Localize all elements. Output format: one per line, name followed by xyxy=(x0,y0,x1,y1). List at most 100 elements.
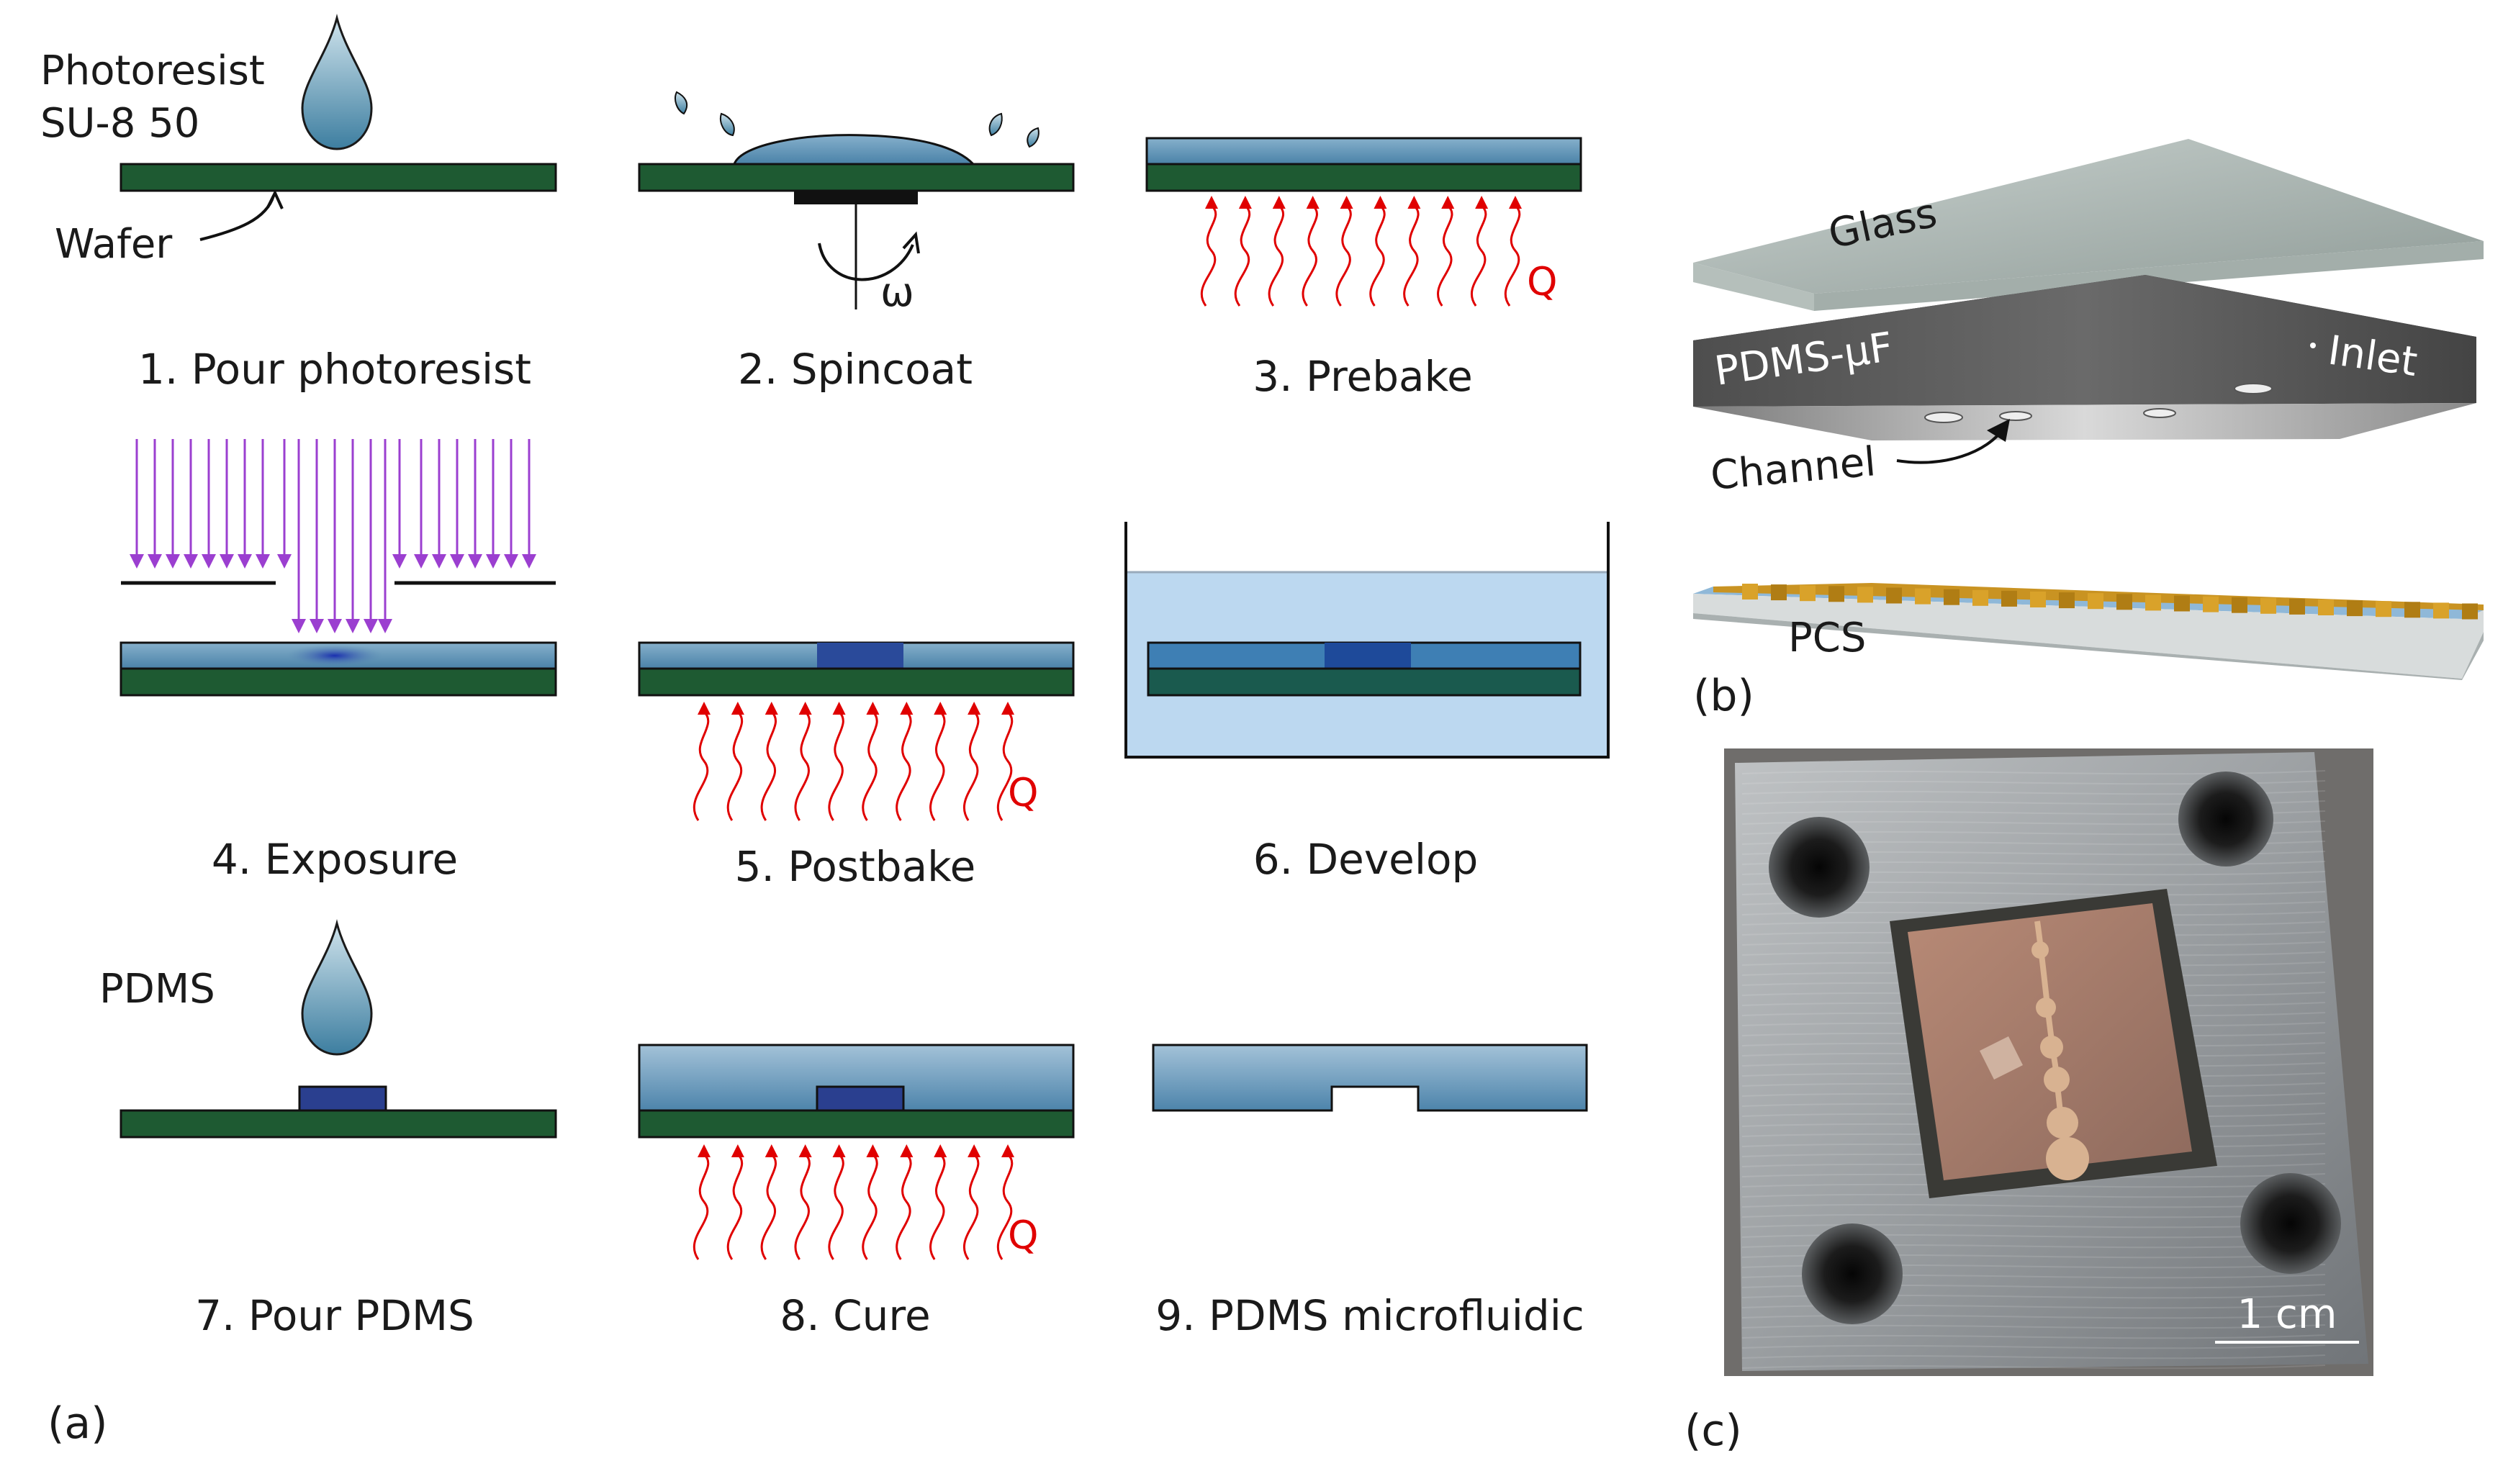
heat-arrows-group xyxy=(693,702,1014,821)
brush-line xyxy=(1741,770,2326,775)
screw-hole-top-right xyxy=(2178,772,2273,867)
heat-arrow xyxy=(862,710,878,821)
heat-arrow-head xyxy=(832,702,846,715)
gold-ridge xyxy=(1800,585,1816,602)
heat-arrow xyxy=(1200,204,1217,307)
spin-droplet-left-2-icon xyxy=(720,112,735,137)
heat-arrow-head xyxy=(1306,196,1320,209)
pdms-microfluidic-chip xyxy=(1152,1044,1588,1112)
gold-ridge xyxy=(2145,594,2161,611)
heat-arrow xyxy=(1470,204,1487,307)
heat-arrow-head xyxy=(1340,196,1353,209)
uv-arrow-head xyxy=(504,554,518,569)
heat-arrows-group xyxy=(1200,196,1522,307)
screw-hole-bottom-right xyxy=(2240,1173,2341,1274)
heat-arrow-head xyxy=(765,702,778,715)
heat-arrow-head xyxy=(1374,196,1387,209)
heat-arrow xyxy=(1403,204,1420,307)
heat-label: Q xyxy=(1008,770,1039,815)
heat-arrow xyxy=(929,710,946,821)
wafer-pointer-arrow xyxy=(199,195,275,241)
brush-line xyxy=(1741,1324,2326,1329)
brush-line xyxy=(1741,1213,2326,1218)
uv-arrow-head xyxy=(486,554,500,569)
uv-arrows-group xyxy=(130,439,536,633)
omega-label: ω xyxy=(880,269,914,316)
heat-arrow-head xyxy=(765,1144,778,1157)
heat-arrow-head xyxy=(698,1144,711,1157)
wafer xyxy=(1145,163,1582,192)
spin-droplet-left-1-icon xyxy=(675,91,688,115)
su8-mold-feature xyxy=(816,1085,905,1112)
heat-arrow-head xyxy=(798,1144,812,1157)
uv-arrow-head xyxy=(166,554,180,569)
gold-ridge xyxy=(1771,584,1787,601)
step-1-pour-photoresist: Photoresist SU-8 50 Wafer 1. Pour photor… xyxy=(40,14,557,394)
panel-b-label: (b) xyxy=(1693,671,1754,721)
heat-arrows-group xyxy=(693,1144,1014,1260)
photoresist-drop-icon xyxy=(301,14,373,150)
pdms-slab-front xyxy=(1693,275,2476,407)
gold-ridge xyxy=(1742,584,1758,600)
gold-ridge xyxy=(1972,589,1988,606)
uv-arrow-head xyxy=(414,554,428,569)
heat-arrow xyxy=(726,710,744,821)
heat-label: Q xyxy=(1527,259,1558,304)
gold-ridge xyxy=(2030,592,2046,607)
heat-arrow-head xyxy=(968,702,981,715)
uv-arrow-head xyxy=(522,554,536,569)
heat-arrow xyxy=(896,1153,912,1260)
gold-ridge xyxy=(2347,600,2363,617)
wafer xyxy=(119,163,557,192)
gold-ridge xyxy=(2203,596,2219,612)
pcs-label: PCS xyxy=(1788,615,1866,661)
uv-arrow-head xyxy=(277,554,292,569)
uv-arrow-head xyxy=(220,554,234,569)
step-8-caption: 8. Cure xyxy=(780,1291,930,1340)
pdms-slab-underside xyxy=(1693,403,2476,440)
exposed-region xyxy=(1325,643,1411,669)
step-2-caption: 2. Spincoat xyxy=(738,345,973,394)
spin-droplet-right-2-icon xyxy=(1027,127,1039,148)
screw-hole-top-left xyxy=(1769,817,1870,918)
heat-arrow xyxy=(760,710,777,821)
step-3-caption: 3. Prebake xyxy=(1253,352,1473,401)
su8-mold-feature xyxy=(298,1085,387,1112)
heat-arrow-head xyxy=(934,1144,947,1157)
uv-arrow-head xyxy=(432,554,446,569)
step-1-caption: 1. Pour photoresist xyxy=(138,345,531,394)
brush-line xyxy=(1741,1193,2326,1198)
heat-arrow-head xyxy=(934,702,947,715)
gold-ridge xyxy=(2318,600,2334,615)
brush-line xyxy=(1741,1334,2326,1339)
uv-arrow-head xyxy=(346,619,360,633)
heat-arrow xyxy=(828,710,844,821)
wafer xyxy=(119,667,557,697)
heat-arrow xyxy=(1234,204,1251,307)
heat-arrow xyxy=(1335,204,1352,307)
wafer xyxy=(1147,667,1582,697)
uv-arrow-head xyxy=(310,619,324,633)
gold-ridge xyxy=(1915,588,1931,605)
panel-c-device-photo: 1 cm xyxy=(1724,748,2373,1376)
gold-ridge xyxy=(2404,602,2420,618)
heat-arrow-head xyxy=(832,1144,846,1157)
step-9-caption: 9. PDMS microfluidic xyxy=(1155,1291,1584,1340)
pdms-drop-icon xyxy=(301,919,373,1056)
panel-c-label: (c) xyxy=(1685,1406,1742,1456)
panel-b-exploded-device: Glass PDMS-µF Inlet Channel PCS xyxy=(1693,139,2484,680)
heat-arrow xyxy=(693,1153,710,1260)
brush-line xyxy=(1741,1203,2326,1208)
wafer xyxy=(119,1109,557,1139)
gold-ridge xyxy=(2059,592,2075,609)
heat-arrow-head xyxy=(900,1144,914,1157)
pcs-gold-ridges xyxy=(1713,583,2484,620)
gold-ridge xyxy=(1857,587,1873,603)
heat-arrow-head xyxy=(1001,702,1014,715)
gold-ridge xyxy=(2174,595,2190,612)
heat-arrow xyxy=(1302,204,1318,307)
wafer xyxy=(638,163,1075,192)
step-7-caption: 7. Pour PDMS xyxy=(195,1291,474,1340)
heat-arrow xyxy=(726,1153,744,1260)
